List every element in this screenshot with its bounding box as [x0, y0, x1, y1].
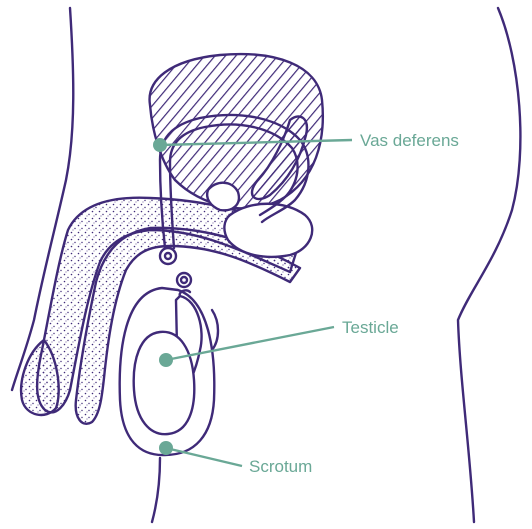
scrotum-leader [166, 448, 242, 466]
scrotum-label: Scrotum [249, 457, 312, 476]
gland-small [207, 183, 239, 211]
testicle-label: Testicle [342, 318, 399, 337]
scrotum-fold [212, 310, 218, 350]
body-back-outline [458, 8, 520, 522]
testicle-marker [159, 353, 173, 367]
prostate [224, 204, 312, 257]
vas-deferens-marker [153, 138, 167, 152]
vas-deferens-cross-section [160, 248, 176, 264]
epididymis-duct-ring [177, 273, 191, 287]
testicle [134, 332, 195, 434]
leg-front-outline [152, 458, 160, 522]
scrotum-marker [159, 441, 173, 455]
vas-deferens-label: Vas deferens [360, 131, 459, 150]
